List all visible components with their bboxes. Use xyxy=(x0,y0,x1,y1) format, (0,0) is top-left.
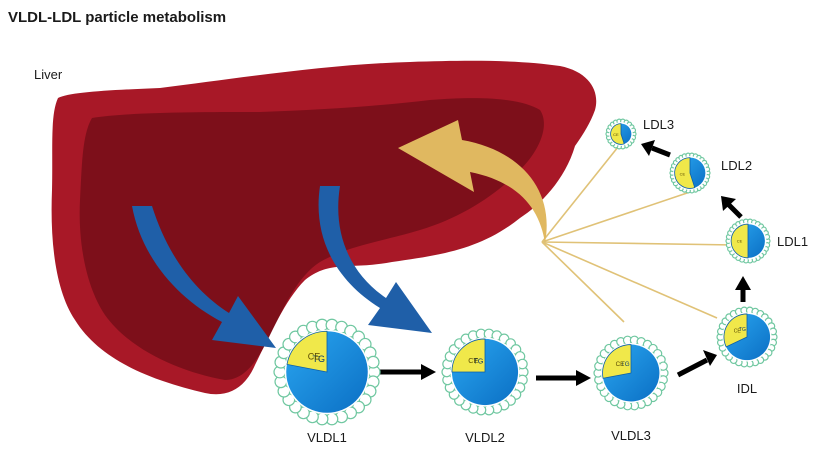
tg-label: TG xyxy=(621,361,630,368)
ce-label: CE xyxy=(680,172,686,177)
secretion-arrow-vldl2 xyxy=(318,186,432,333)
ce-sector xyxy=(451,338,486,373)
arrow-vldl3-to-idl xyxy=(676,350,717,378)
label-ldl2: LDL2 xyxy=(721,158,752,173)
ce-label: CE xyxy=(616,361,625,368)
label-vldl1: VLDL1 xyxy=(307,430,347,445)
arrow-ldl2-to-ldl3 xyxy=(641,140,671,158)
particle-ldl2: CE xyxy=(669,152,711,194)
ce-sector xyxy=(723,313,748,348)
label-vldl2: VLDL2 xyxy=(465,430,505,445)
arrow-vldl1-to-vldl2 xyxy=(380,364,436,380)
diagram-title: VLDL-LDL particle metabolism xyxy=(8,9,226,26)
tg-label: TG xyxy=(313,354,326,364)
secretion-arrow-vldl1 xyxy=(132,206,276,348)
tg-label: TG xyxy=(473,357,483,366)
ce-sector xyxy=(730,223,749,259)
ce-sector xyxy=(602,344,632,379)
conversion-arrows xyxy=(380,140,751,386)
particle-ldl1: CE xyxy=(725,218,771,264)
ce-label: CE xyxy=(737,238,743,243)
ce-sector xyxy=(286,330,328,373)
uptake-fan-lines xyxy=(541,141,736,323)
label-ldl1: LDL1 xyxy=(777,234,808,249)
label-idl: IDL xyxy=(737,381,757,396)
label-vldl3: VLDL3 xyxy=(611,428,651,443)
arrow-ldl1-to-ldl2 xyxy=(721,196,743,219)
ce-label: CE xyxy=(308,351,321,361)
arrow-idl-to-ldl1 xyxy=(735,276,751,302)
ce-label: CE xyxy=(734,329,742,335)
tg-label: TG xyxy=(739,327,746,333)
arrow-vldl2-to-vldl3 xyxy=(536,370,591,386)
uptake-arrow-to-liver xyxy=(398,120,547,243)
ce-label: CE xyxy=(468,356,478,365)
label-ldl3: LDL3 xyxy=(643,117,674,132)
ce-sector xyxy=(610,123,625,145)
particle-ldl3: CE xyxy=(605,118,637,150)
ce-sector xyxy=(674,157,696,189)
ce-label: CE xyxy=(613,132,619,137)
liver-label: Liver xyxy=(34,67,63,82)
